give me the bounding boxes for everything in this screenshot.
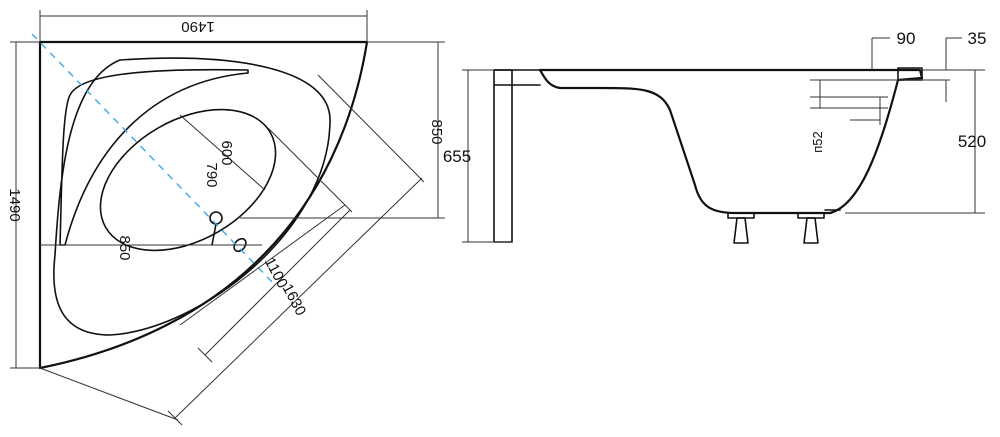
left-foot — [727, 212, 755, 244]
dim-height-655: 655 — [443, 147, 471, 166]
dim-inner-790: 790 — [203, 162, 220, 187]
dim-depth-520: 520 — [958, 132, 986, 151]
dim-rim-35: 35 — [968, 29, 987, 48]
diagonal-axis — [31, 33, 276, 286]
overflow-icon — [233, 237, 247, 253]
dim-height-left: 1490 — [6, 188, 23, 221]
dim-depth-right: 850 — [428, 119, 445, 144]
dim-rim-90: 90 — [897, 29, 916, 48]
dim-width-top: 1490 — [181, 18, 214, 35]
dim-inner-600: 600 — [218, 140, 235, 165]
front-panel — [493, 69, 513, 243]
dim-inner-850: 850 — [116, 235, 133, 260]
side-view: 655 520 90 35 п52 — [443, 29, 987, 244]
top-view: 1490 1490 850 850 600 790 1100 1630 — [6, 10, 445, 426]
dim-label-52: п52 — [810, 131, 825, 153]
tub-backrest — [59, 68, 249, 246]
tub-outer-outline — [38, 40, 369, 370]
right-foot — [797, 212, 825, 244]
tub-body-side — [538, 68, 924, 215]
drain-icon — [209, 211, 223, 225]
tub-basin — [99, 108, 277, 252]
